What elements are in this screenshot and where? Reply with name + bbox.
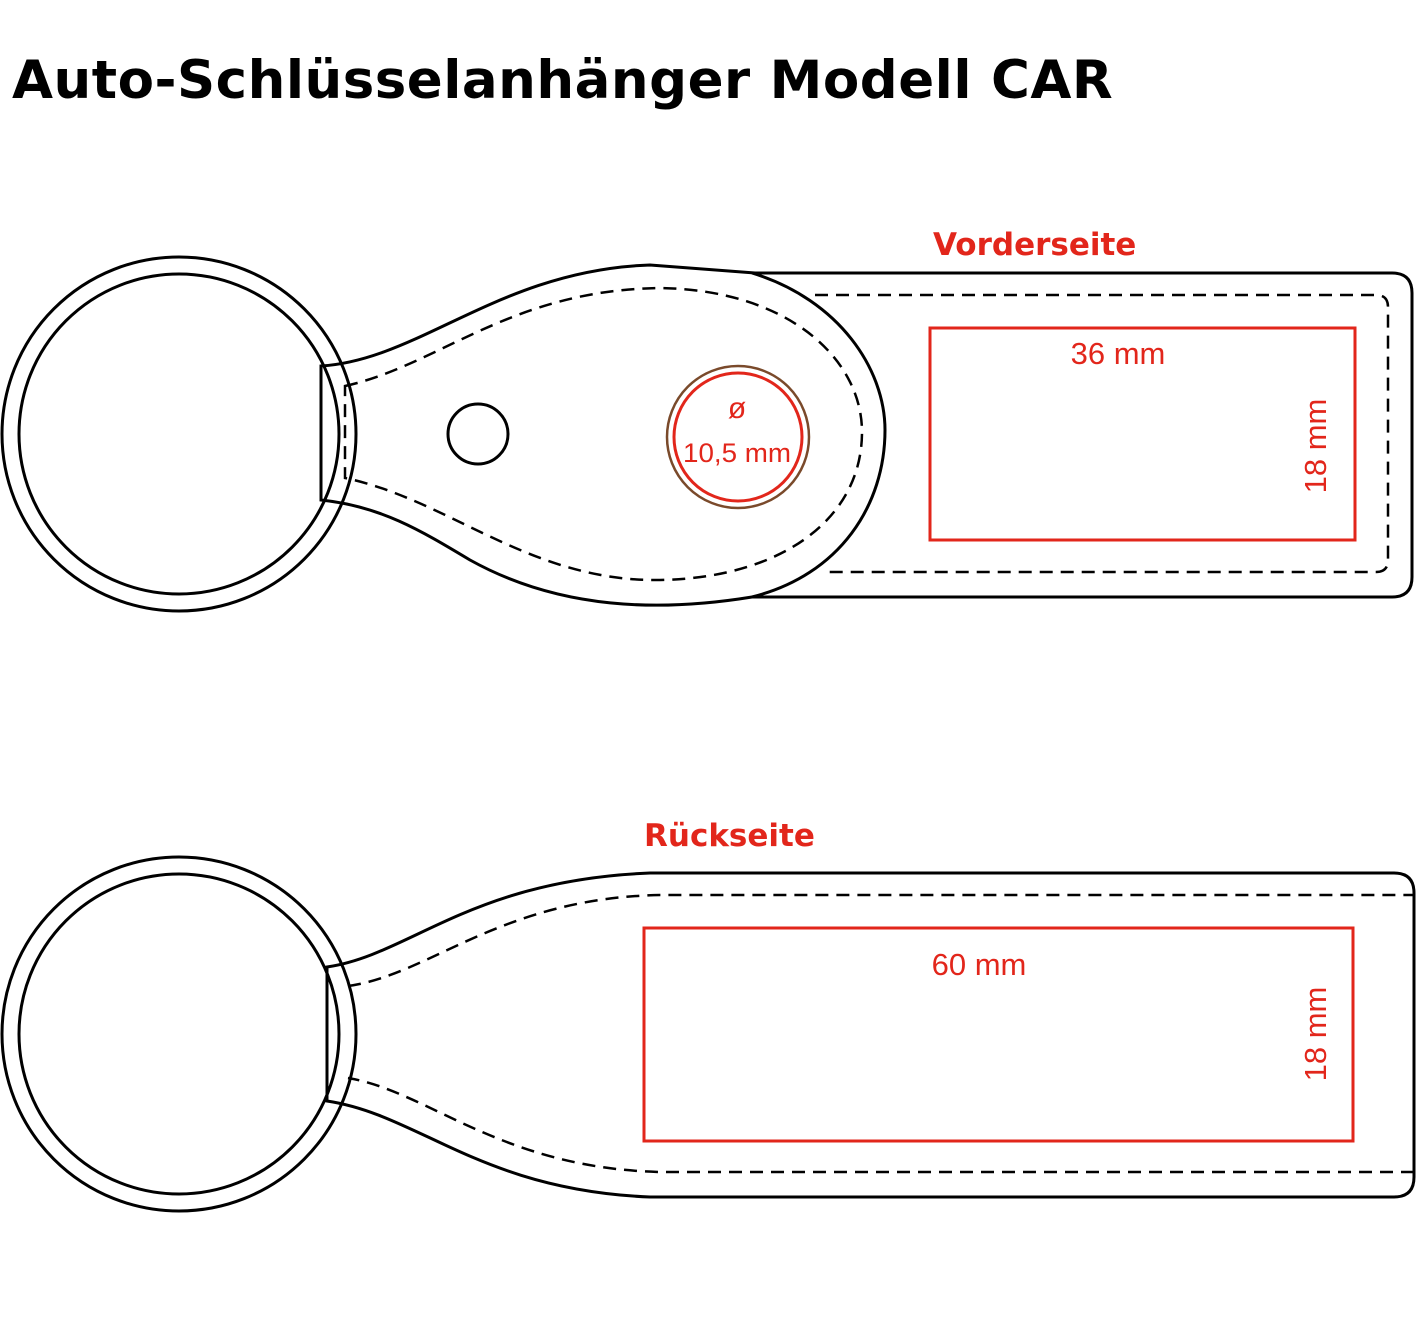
back-height-label: 18 mm [1298, 987, 1333, 1082]
front-keychain [0, 255, 1414, 613]
front-side-label: Vorderseite [933, 227, 1136, 263]
back-tag-outline [325, 871, 1416, 1199]
front-dome-circle [672, 371, 804, 503]
front-rivet-hole [446, 402, 510, 466]
back-side-label: Rückseite [644, 818, 815, 854]
front-dome-outer-ring [665, 364, 811, 510]
front-dome-diameter: 10,5 mm [683, 438, 791, 468]
page-title: Auto-Schlüsselanhänger Modell CAR [12, 50, 1114, 111]
front-tag-outline [319, 263, 1414, 607]
front-teardrop-stitching [343, 286, 864, 582]
back-key-ring-inner [17, 872, 341, 1196]
back-tag-stitching [347, 893, 1414, 1174]
front-key-ring-inner [17, 272, 341, 596]
front-dome-symbol: ø [728, 392, 746, 425]
back-width-label: 60 mm [932, 947, 1027, 982]
front-tag-body-edge [751, 271, 887, 599]
front-print-area [928, 326, 1357, 542]
back-key-ring-outer [0, 855, 358, 1213]
front-width-label: 36 mm [1071, 336, 1166, 371]
front-tag-stitching [815, 293, 1390, 574]
front-key-ring-outer [0, 255, 358, 613]
front-height-label: 18 mm [1298, 399, 1333, 494]
back-print-area [642, 926, 1355, 1143]
back-keychain [0, 855, 1416, 1213]
